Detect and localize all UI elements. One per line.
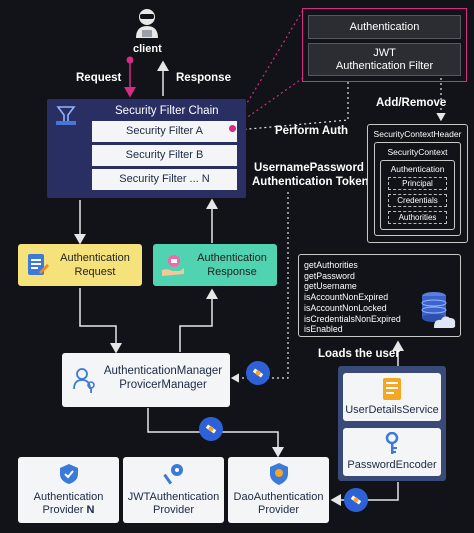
authentication-response[interactable]: Authentication Response (153, 244, 277, 286)
auth-filter-group: Authentication JWT Authentication Filter (302, 8, 467, 82)
provider-n[interactable]: Authentication Provider N (18, 457, 119, 523)
credentials-item: Credentials (388, 194, 447, 207)
request-doc-icon (25, 252, 49, 278)
jwt-provider[interactable]: JWTAuthentication Provider (123, 457, 224, 523)
manager-line1: AuthenticationManager (103, 365, 223, 377)
method-item: getPassword (304, 270, 355, 281)
provider-n-line1: Authentication (33, 491, 104, 503)
method-item: isAccountNonLocked (304, 302, 387, 313)
context-label: SecurityContext (387, 147, 448, 157)
response-line1: Authentication (197, 252, 267, 264)
security-filter-chain: Security Filter Chain Security Filter A … (47, 99, 246, 198)
security-context: SecurityContext Authentication Principal… (374, 142, 461, 236)
perform-auth-label: Perform Auth (275, 125, 349, 137)
chain-title: Security Filter Chain (115, 105, 219, 117)
holder-label: SecurityContextHeader (373, 129, 462, 139)
request-line1: Authentication (60, 252, 130, 264)
jwt-filter-line2: Authentication Filter (335, 60, 434, 72)
key-icon (381, 432, 403, 456)
provider-shield-icon (58, 463, 80, 485)
manager-to-response (179, 288, 218, 352)
manager-line2: ProvicerManager (119, 379, 207, 391)
dao-provider[interactable]: DaoAuthentication Provider (228, 457, 329, 523)
token-link (230, 192, 289, 383)
chain-icon (55, 104, 77, 126)
authentication-box[interactable]: Authentication (308, 15, 461, 39)
authentication-inner-label: Authentication (390, 164, 445, 174)
password-encoder[interactable]: PasswordEncoder (343, 428, 441, 476)
dao-provider-line1: DaoAuthentication (233, 491, 324, 503)
security-context-holder: SecurityContextHeader SecurityContext Au… (367, 124, 468, 243)
jwt-provider-line1: JWTAuthentication (127, 491, 220, 503)
response-label: Response (176, 72, 231, 84)
filter-b[interactable]: Security Filter B (92, 145, 237, 166)
authentication-manager[interactable]: AuthenticationManager ProvicerManager (62, 353, 230, 407)
satellite-icon (246, 361, 270, 385)
response-hand-icon (160, 252, 186, 278)
add-remove-label: Add/Remove (376, 97, 447, 109)
loads-user-label: Loads the user (318, 348, 400, 360)
user-details-methods: getAuthorities getPassword getUsername i… (298, 254, 461, 337)
dao-badge-icon (268, 462, 290, 486)
filter-a[interactable]: Security Filter A (92, 121, 237, 142)
provider-n-line2: Provider N (42, 504, 95, 516)
token-label-1: UsernamePassword (254, 162, 364, 174)
token-label-2: Authentication Token (252, 176, 369, 188)
filter-a-dot (229, 125, 236, 132)
method-list: getAuthorities getPassword getUsername i… (304, 260, 401, 335)
jwt-provider-line2: Provider (153, 504, 194, 516)
filter-n[interactable]: Security Filter ... N (92, 169, 237, 190)
method-item: isAccountNonExpired (304, 292, 389, 303)
request-to-manager (79, 288, 122, 354)
principal-item: Principal (388, 177, 447, 190)
method-item: getUsername (304, 281, 357, 292)
jwt-filter-box[interactable]: JWT Authentication Filter (308, 43, 461, 76)
dao-provider-line2: Provider (258, 504, 299, 516)
authentication-request[interactable]: Authentication Request (18, 244, 142, 286)
request-line2: Request (74, 266, 116, 278)
database-cloud-icon (420, 291, 456, 331)
authentication-inner: Authentication Principal Credentials Aut… (380, 160, 455, 230)
satellite-icon (344, 488, 368, 512)
method-item: isCredentialsNonExpired (304, 313, 401, 324)
client-label: client (133, 43, 162, 55)
method-item: getAuthorities (304, 260, 358, 270)
services-panel: UserDetailsService PasswordEncoder (338, 366, 446, 481)
satellite-icon (199, 417, 223, 441)
user-details-icon (381, 377, 403, 401)
auth-filter-down (236, 82, 349, 135)
authorities-item: Authorities (388, 211, 447, 224)
user-details-service-label: UserDetailsService (345, 404, 439, 416)
jwt-filter-line1: JWT (373, 47, 396, 59)
client-icon (134, 8, 160, 38)
jwt-token-icon (163, 462, 185, 486)
password-encoder-label: PasswordEncoder (347, 459, 437, 471)
response-line2: Response (207, 266, 257, 278)
method-item: isEnabled (304, 324, 343, 335)
request-label: Request (76, 72, 122, 84)
request-dot (126, 56, 134, 64)
user-details-service[interactable]: UserDetailsService (343, 373, 441, 421)
manager-user-icon (73, 367, 97, 393)
